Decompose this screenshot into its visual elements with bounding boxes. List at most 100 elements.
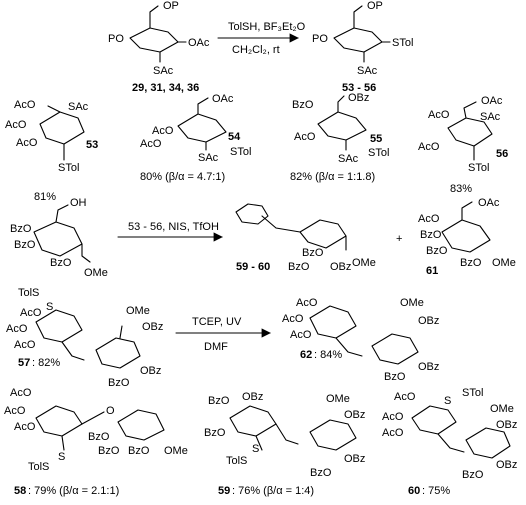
svg-text:OMe: OMe	[352, 257, 376, 269]
svg-text:AcO: AcO	[16, 137, 38, 149]
svg-text:AcO: AcO	[14, 339, 36, 351]
svg-text:AcO: AcO	[140, 138, 162, 150]
svg-text:O: O	[106, 405, 115, 417]
svg-text:SAc: SAc	[198, 152, 219, 164]
svg-text:STol: STol	[58, 162, 79, 174]
svg-text:BzO: BzO	[14, 239, 36, 251]
reaction2-product: BzO BzO OBz OMe 59 - 60	[235, 203, 376, 273]
reaction1-arrow: TolSH, BF₃Et₂O CH₂Cl₂, rt	[217, 21, 306, 56]
svg-text:SAc: SAc	[68, 101, 89, 113]
donor-56-yield: 83%	[450, 183, 472, 195]
svg-text:OAc: OAc	[212, 93, 234, 105]
svg-text:OBz: OBz	[496, 459, 517, 471]
product-stol-label: STol	[392, 37, 413, 49]
compound-59-yield: : 76% (β/α = 1:4)	[232, 485, 314, 497]
svg-text:BzO: BzO	[108, 377, 130, 389]
svg-text:BzO: BzO	[460, 257, 482, 269]
sm-sac-label: SAc	[153, 65, 174, 77]
sm-po-label: PO	[108, 33, 124, 45]
svg-text:STol: STol	[230, 146, 251, 158]
svg-text:BzO: BzO	[462, 469, 484, 481]
svg-text:AcO: AcO	[10, 387, 32, 399]
svg-text:OMe: OMe	[492, 257, 516, 269]
svg-text:BzO: BzO	[204, 427, 226, 439]
reaction2-reagent: 53 - 56, NIS, TfOH	[128, 221, 219, 233]
product-sac-label: SAc	[357, 65, 378, 77]
svg-text:OBz: OBz	[344, 409, 365, 421]
plus-sign: +	[396, 233, 402, 245]
svg-text:AcO: AcO	[4, 405, 26, 417]
svg-text:AcO: AcO	[14, 421, 36, 433]
compound-58-id: 58	[14, 485, 26, 497]
svg-text:OMe: OMe	[400, 297, 424, 309]
compound-62-id: 62	[300, 349, 312, 361]
compound-62-yield: : 84%	[314, 349, 342, 361]
donor-54-id: 54	[228, 131, 241, 143]
svg-text:AcO: AcO	[290, 329, 312, 341]
svg-text:BzO: BzO	[302, 247, 324, 259]
svg-text:OBz: OBz	[418, 315, 439, 327]
donor-55-id: 55	[370, 133, 382, 145]
compound-57: TolS S AcO AcO AcO OMe OBz OBz BzO 57 : …	[6, 287, 163, 389]
svg-text:BzO: BzO	[310, 467, 332, 479]
svg-text:BzO: BzO	[88, 431, 110, 443]
svg-text:AcO: AcO	[5, 119, 27, 131]
reaction2-arrow: 53 - 56, NIS, TfOH	[117, 221, 223, 242]
svg-text:OAc: OAc	[481, 95, 503, 107]
compound-58-yield: : 79% (β/α = 2.1:1)	[28, 485, 119, 497]
svg-text:S: S	[252, 443, 259, 455]
svg-text:AcO: AcO	[382, 427, 404, 439]
product-po-label: PO	[312, 33, 328, 45]
svg-text:OBz: OBz	[496, 419, 517, 431]
svg-text:BzO: BzO	[98, 445, 120, 457]
svg-text:TolS: TolS	[28, 461, 49, 473]
svg-text:AcO: AcO	[428, 109, 450, 121]
svg-text:AcO: AcO	[296, 297, 318, 309]
svg-text:AcO: AcO	[20, 307, 42, 319]
svg-text:S: S	[444, 395, 451, 407]
reaction3-reagent-top: TCEP, UV	[192, 316, 242, 328]
svg-text:S: S	[58, 451, 65, 463]
svg-text:OMe: OMe	[490, 403, 514, 415]
svg-text:SAc: SAc	[338, 153, 359, 165]
svg-text:OAc: OAc	[478, 197, 500, 209]
svg-text:BzO: BzO	[50, 257, 72, 269]
svg-text:OMe: OMe	[164, 445, 188, 457]
svg-text:TolS: TolS	[18, 287, 39, 299]
svg-text:OBz: OBz	[418, 361, 439, 373]
svg-text:STol: STol	[462, 387, 483, 399]
donor-54: OAc AcO AcO SAc STol 54 80% (β/α = 4.7:1…	[140, 93, 251, 183]
compound-61: OAc AcO BzO BzO BzO OMe 61	[418, 197, 516, 277]
svg-text:OMe: OMe	[126, 305, 150, 317]
svg-text:BzO: BzO	[426, 245, 448, 257]
reaction1-reagent-top: TolSH, BF₃Et₂O	[228, 21, 306, 33]
donor-56: AcO OAc AcO SAc STol 56 83%	[418, 95, 508, 195]
compound-61-id: 61	[426, 265, 438, 277]
svg-text:AcO: AcO	[282, 313, 304, 325]
svg-text:OBz: OBz	[344, 453, 365, 465]
svg-text:AcO: AcO	[418, 213, 440, 225]
reaction2-product-id: 59 - 60	[236, 261, 270, 273]
donor-55: BzO OBz AcO SAc STol 55 82% (β/α = 1:1.8…	[290, 92, 389, 183]
reaction1-starting-material: OP PO OAc SAc 29, 31, 34, 36	[108, 0, 210, 94]
svg-text:AcO: AcO	[14, 99, 36, 111]
svg-text:OMe: OMe	[326, 393, 350, 405]
compound-60-id: 60	[408, 485, 420, 497]
svg-text:AcO: AcO	[418, 141, 440, 153]
sm-oac-label: OAc	[188, 37, 210, 49]
donor-53: AcO AcO AcO SAc STol 53 81%	[5, 99, 98, 203]
reaction1-product: OP PO STol SAc 53 - 56	[312, 0, 413, 94]
svg-text:AcO: AcO	[382, 411, 404, 423]
compound-57-yield: : 82%	[32, 357, 60, 369]
svg-text:STol: STol	[468, 162, 489, 174]
svg-text:SAc: SAc	[480, 111, 501, 123]
reaction1-reagent-bottom: CH₂Cl₂, rt	[232, 44, 280, 56]
compound-60: AcO AcO AcO S STol OMe OBz OBz BzO 60 : …	[382, 387, 517, 497]
svg-text:BzO: BzO	[420, 229, 442, 241]
svg-text:OBz: OBz	[330, 261, 351, 273]
reaction3-arrow: TCEP, UV DMF	[175, 316, 271, 353]
svg-text:BzO: BzO	[128, 445, 150, 457]
svg-text:BzO: BzO	[208, 395, 230, 407]
